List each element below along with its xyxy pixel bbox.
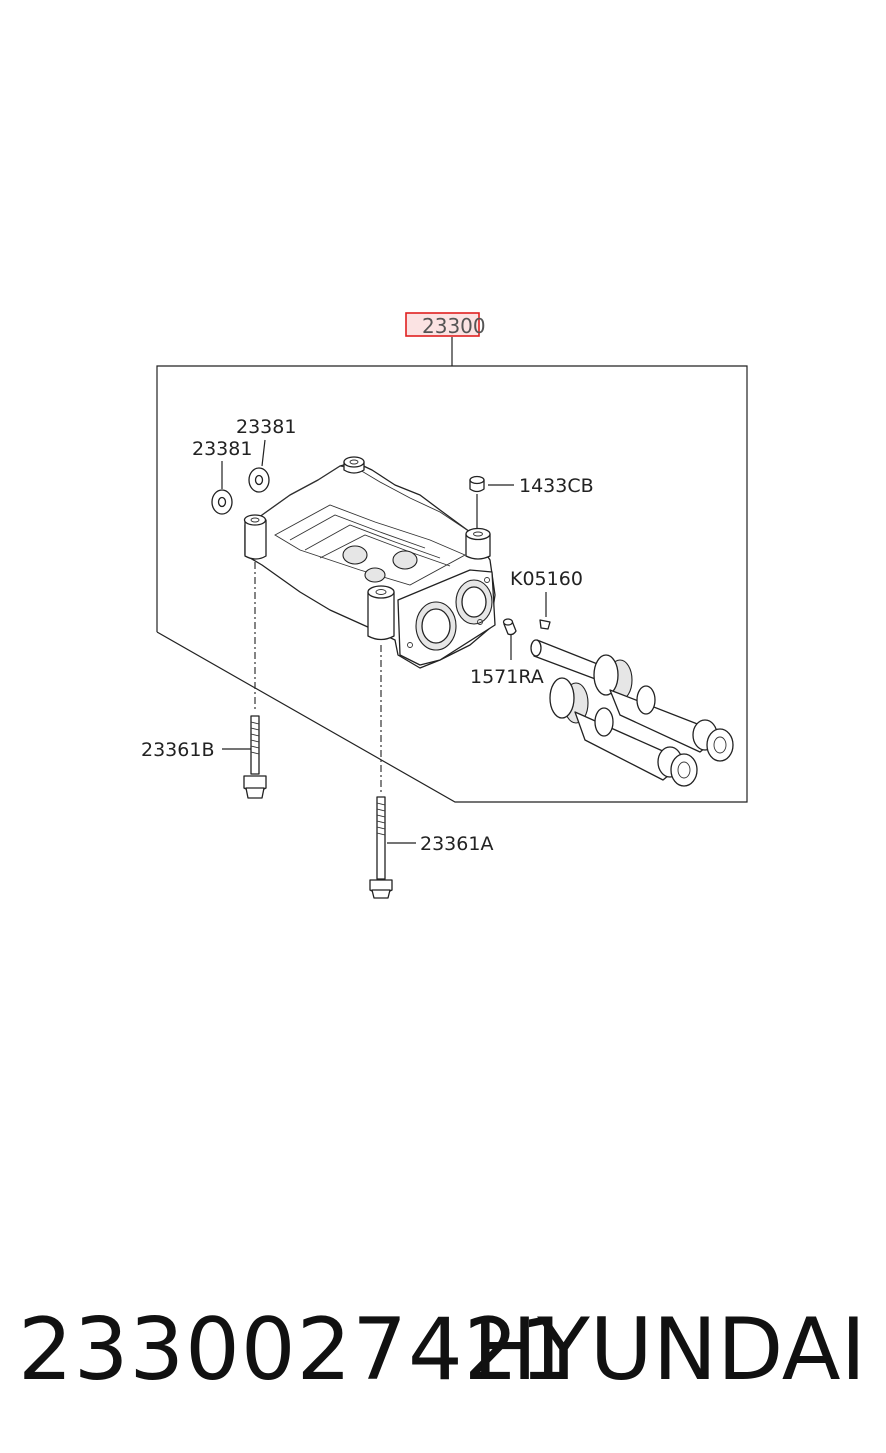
balance-shafts[interactable] bbox=[530, 639, 734, 787]
assembly-label-highlight[interactable] bbox=[405, 312, 480, 337]
balance-shaft-housing[interactable] bbox=[243, 456, 496, 669]
callout-washer-lower: 23381 bbox=[192, 438, 252, 460]
assembly-label[interactable]: 23300 bbox=[422, 314, 486, 338]
parts-diagram: 23300 23381 23381 1433CB bbox=[141, 312, 748, 899]
washer-upper[interactable] bbox=[248, 467, 270, 493]
dowel-pin[interactable] bbox=[502, 618, 517, 636]
bolt-b[interactable] bbox=[243, 715, 267, 799]
callout-bolt-b: 23361B bbox=[141, 739, 214, 761]
bolt-a[interactable] bbox=[369, 796, 393, 899]
part-number: 2330027421 bbox=[18, 1300, 576, 1400]
footer: 2330027421 HYUNDAI bbox=[0, 1295, 886, 1405]
washer-lower[interactable] bbox=[211, 489, 233, 515]
callout-key: K05160 bbox=[510, 568, 583, 590]
callout-bolt-a: 23361A bbox=[420, 833, 493, 855]
callout-washer-upper: 23381 bbox=[236, 416, 296, 438]
assembly-outline bbox=[156, 365, 748, 803]
callout-pin: 1571RA bbox=[470, 666, 544, 688]
plug[interactable] bbox=[469, 475, 485, 493]
brand-name: HYUNDAI bbox=[472, 1300, 866, 1400]
woodruff-key[interactable] bbox=[539, 619, 551, 630]
callout-plug: 1433CB bbox=[519, 475, 594, 497]
